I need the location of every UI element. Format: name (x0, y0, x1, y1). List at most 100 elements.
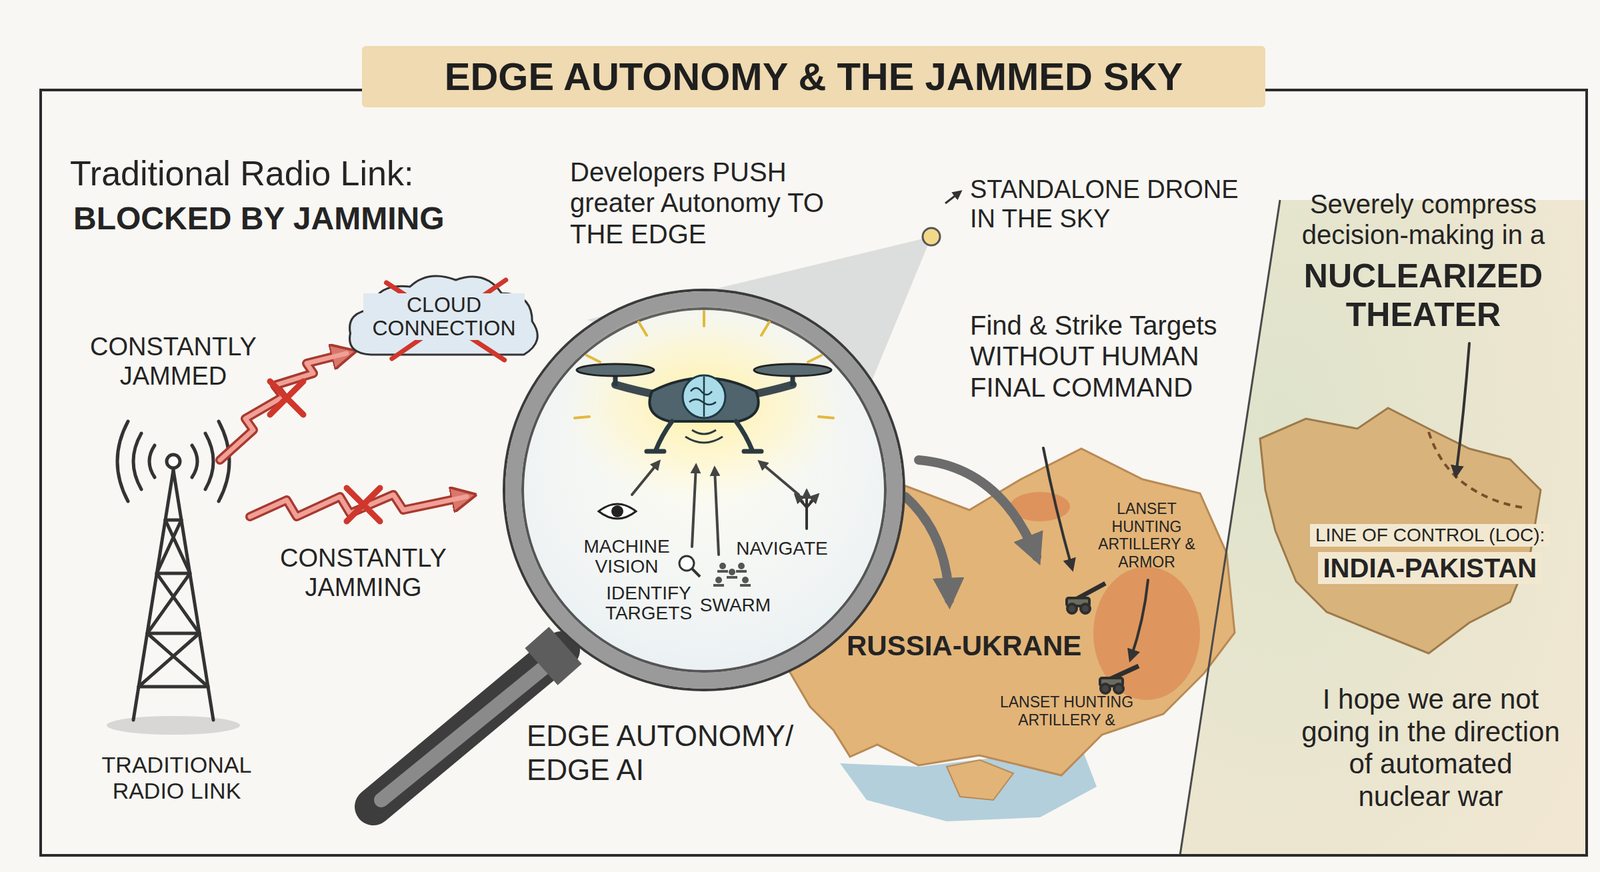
drone-icon (576, 364, 654, 376)
jammed-signal (220, 353, 347, 460)
eye-icon (598, 504, 636, 519)
swarm-icon (742, 576, 749, 584)
drone-icon (646, 421, 762, 452)
feed-arrow (714, 468, 719, 555)
swarm-icon (719, 562, 726, 570)
divider-line (1180, 200, 1280, 856)
jam-note: CONSTANTLY JAMMED (76, 332, 270, 391)
swarm-icon (738, 562, 745, 570)
drone-icon (682, 375, 726, 418)
radio-tower (138, 520, 208, 687)
strike-arrow (905, 496, 950, 600)
artillery-icon (1100, 684, 1110, 694)
jammed-signal (346, 488, 380, 522)
artillery-icon (1066, 583, 1106, 614)
artillery-icon (1080, 604, 1090, 614)
swarm-icon (713, 571, 751, 586)
tower-label: TRADITIONAL RADIO LINK (76, 752, 277, 805)
diagram-title: EDGE AUTONOMY & THE JAMMED SKY (362, 46, 1266, 108)
lens-label: NAVIGATE (725, 538, 839, 559)
ukraine-map (1093, 566, 1200, 700)
eye-icon (611, 505, 624, 518)
right-panel-ground (1180, 200, 1587, 856)
radio-tower (149, 445, 198, 478)
navigate-icon (805, 491, 808, 508)
standalone-drone-dot (922, 228, 940, 246)
glow-rays (574, 311, 834, 418)
navigate-icon (796, 491, 818, 529)
frame (40, 90, 1587, 856)
leader-arrow (1043, 448, 1072, 568)
feed-arrow (760, 462, 799, 495)
map-label: RUSSIA-UKRANE (846, 630, 1127, 663)
heading-text: Traditional Radio Link: (70, 153, 537, 194)
callout-text: STANDALONE DRONE IN THE SKY (970, 174, 1250, 234)
callout-text: Find & Strike Targets WITHOUT HUMAN FINA… (970, 310, 1244, 403)
radio-tower (133, 433, 214, 490)
heading-text: BLOCKED BY JAMMING (73, 200, 540, 238)
strike-arrow (918, 460, 1037, 557)
drone-icon (754, 364, 832, 376)
radio-tower (106, 716, 240, 735)
strike-arrow (905, 460, 1037, 600)
feed-arrow (632, 462, 659, 495)
title-band (362, 46, 1266, 108)
pointer-arrow (945, 192, 960, 204)
search-icon (692, 568, 700, 577)
search-icon (679, 556, 700, 577)
drone-glow (560, 304, 848, 505)
artillery-icon (1100, 666, 1139, 694)
map-note: LANSET HUNTING ARTILLERY & (990, 693, 1144, 729)
map-label: INDIA-PAKISTAN (1318, 552, 1543, 584)
drone-icon (576, 364, 832, 452)
node-text: CLOUD CONNECTION (363, 293, 525, 340)
swarm-icon (713, 562, 751, 586)
standalone-drone-dot (922, 228, 940, 246)
drone-icon (685, 430, 723, 443)
glow-rays (574, 311, 834, 418)
lens-label: SWARM (678, 595, 792, 616)
lens-illustration (505, 291, 903, 689)
drone-icon (689, 376, 716, 417)
frame (40, 90, 1587, 856)
lens-label: MACHINE VISION (570, 536, 684, 577)
callout-text: NUCLEARIZED THEATER (1276, 256, 1570, 334)
radio-tower (138, 520, 208, 687)
cloud-node: CLOUD CONNECTION (343, 266, 545, 367)
radio-tower (117, 421, 230, 502)
navigate-icon (810, 495, 818, 502)
quote-text: I hope we are not going in the direction… (1300, 683, 1562, 814)
jam-note: CONSTANTLY JAMMING (263, 543, 464, 602)
callout-text: Severely compress decision-making in a (1276, 188, 1570, 251)
artillery-icon (1114, 684, 1124, 694)
jammed-signal (250, 488, 467, 522)
pointer-arrow (945, 192, 960, 204)
leader-arrow (1130, 580, 1148, 659)
ukraine-map (946, 760, 1014, 800)
jammed-signal (270, 381, 304, 415)
magnifier-handle (541, 645, 566, 667)
callout-text: Developers PUSH greater Autonomy TO THE … (570, 156, 850, 250)
drone-glow (560, 304, 848, 505)
cloud-shape (350, 276, 538, 355)
map-label: LINE OF CONTROL (LOC): (1310, 524, 1550, 547)
radio-tower (106, 421, 240, 735)
jammed-signal (220, 353, 347, 460)
title-band (362, 46, 1266, 108)
eye-icon (598, 504, 636, 519)
map-note: LANSET HUNTING ARTILLERY & ARMOR (1093, 500, 1200, 572)
swarm-icon (715, 576, 722, 584)
radio-tower (166, 454, 180, 468)
right-panel-ground (1180, 200, 1587, 856)
jammed-signal (220, 353, 347, 460)
india-pakistan-map (1428, 432, 1527, 508)
artillery-icon (1067, 604, 1077, 614)
leader-arrow (1456, 343, 1470, 475)
swarm-icon (728, 568, 736, 576)
navigate-icon (796, 495, 803, 502)
section-label: EDGE AUTONOMY/ EDGE AI (526, 718, 840, 787)
feed-arrow (692, 466, 696, 547)
lens-label: IDENTIFY TARGETS (592, 583, 706, 624)
magnifier-lens: MACHINE VISION IDENTIFY TARGETSSWARM NAVIG… (505, 291, 903, 689)
